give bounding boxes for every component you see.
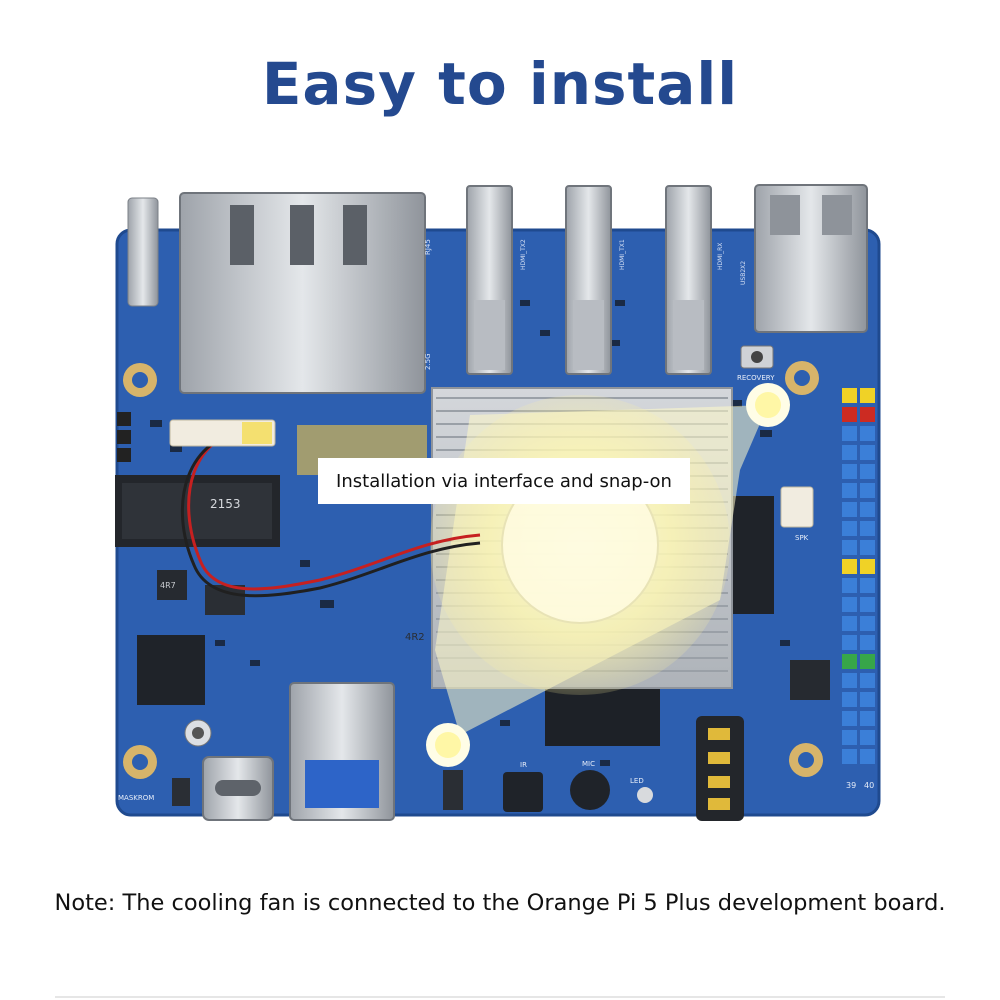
- led-label: LED: [630, 777, 644, 785]
- recovery-button: [740, 345, 774, 369]
- gpio-pin: [860, 483, 875, 498]
- gpio-pin: [860, 426, 875, 441]
- small-chips: [137, 425, 830, 746]
- hdmi-tx1-port: [565, 185, 612, 375]
- usb-label: USB2X2: [740, 261, 747, 285]
- hdmi-tx2-label: HDMI_TX2: [520, 239, 527, 270]
- gpio-pin: [842, 730, 857, 745]
- maskrom-label: MASKROM: [118, 794, 154, 802]
- hdmi-tx2-port: [466, 185, 513, 375]
- gpio-pin: [860, 502, 875, 517]
- gpio-pin: [860, 749, 875, 764]
- spk-label: SPK: [795, 534, 809, 542]
- ir-label: IR: [520, 761, 527, 769]
- gpio-pin: [860, 578, 875, 593]
- m2-label: 2153: [210, 497, 241, 511]
- gpio-pin: [860, 711, 875, 726]
- gpio-pin: [860, 559, 875, 574]
- mounting-holes: [123, 361, 823, 779]
- gpio-pin: [860, 635, 875, 650]
- gpio-pin: [860, 616, 875, 631]
- divider: [55, 996, 945, 998]
- gpio-pin: [860, 445, 875, 460]
- usb-c-port: [202, 756, 274, 821]
- gpio-pin: [860, 730, 875, 745]
- mic-label: MIC: [582, 760, 595, 768]
- gpio-pin: [842, 654, 857, 669]
- gpio-pin: [842, 483, 857, 498]
- page-title: Easy to install: [261, 50, 739, 118]
- usb-stack-port: [754, 184, 868, 333]
- gpio-pin: [842, 692, 857, 707]
- hdmi-rx-label: HDMI_RX: [717, 243, 724, 270]
- ethernet-port: [179, 192, 426, 394]
- rj45-label: RJ45: [424, 239, 432, 255]
- gpio-pin: [842, 407, 857, 422]
- pin-40-label: 40: [864, 781, 874, 790]
- gpio-pin: [842, 464, 857, 479]
- gpio-pin: [860, 388, 875, 403]
- gpio-pin: [860, 673, 875, 688]
- fan-cable: [181, 426, 481, 598]
- gpio-pin: [860, 521, 875, 536]
- note-text: Note: The cooling fan is connected to th…: [54, 890, 946, 916]
- gpio-pin: [860, 407, 875, 422]
- gpio-pin: [860, 692, 875, 707]
- gpio-pin: [842, 559, 857, 574]
- inductor-label: 4R7: [160, 581, 176, 590]
- hdmi-rx-port: [665, 185, 712, 375]
- gpio-header: [842, 388, 875, 764]
- gpio-pin: [842, 597, 857, 612]
- chip-c-label: 4R2: [405, 632, 425, 643]
- bottom-components: [172, 719, 653, 812]
- gpio-pin: [842, 388, 857, 403]
- fan-mount-clips: [426, 383, 790, 767]
- gpio-pin: [860, 597, 875, 612]
- gpio-pin: [860, 464, 875, 479]
- gpio-pin: [842, 616, 857, 631]
- gpio-pin: [842, 540, 857, 555]
- gpio-pin: [842, 521, 857, 536]
- left-pin-header: [117, 412, 131, 462]
- gpio-pin: [860, 654, 875, 669]
- gpio-pin: [842, 502, 857, 517]
- recovery-label: RECOVERY: [737, 374, 775, 382]
- audio-jack: [696, 716, 744, 821]
- gpio-pin: [842, 578, 857, 593]
- fan-connector: [169, 419, 814, 528]
- usb3-port: [289, 682, 395, 821]
- gpio-pin: [842, 445, 857, 460]
- hdmi-tx1-label: HDMI_TX1: [619, 239, 626, 270]
- pin-39-label: 39: [846, 781, 856, 790]
- gpio-pin: [842, 749, 857, 764]
- speed-label: 2.5G: [424, 353, 432, 370]
- gpio-pin: [842, 673, 857, 688]
- installation-callout: Installation via interface and snap-on: [318, 458, 690, 504]
- gpio-pin: [842, 711, 857, 726]
- gpio-pin: [842, 635, 857, 650]
- gpio-pin: [860, 540, 875, 555]
- side-connector: [127, 197, 159, 307]
- m2-slot: [115, 475, 280, 547]
- gpio-pin: [842, 426, 857, 441]
